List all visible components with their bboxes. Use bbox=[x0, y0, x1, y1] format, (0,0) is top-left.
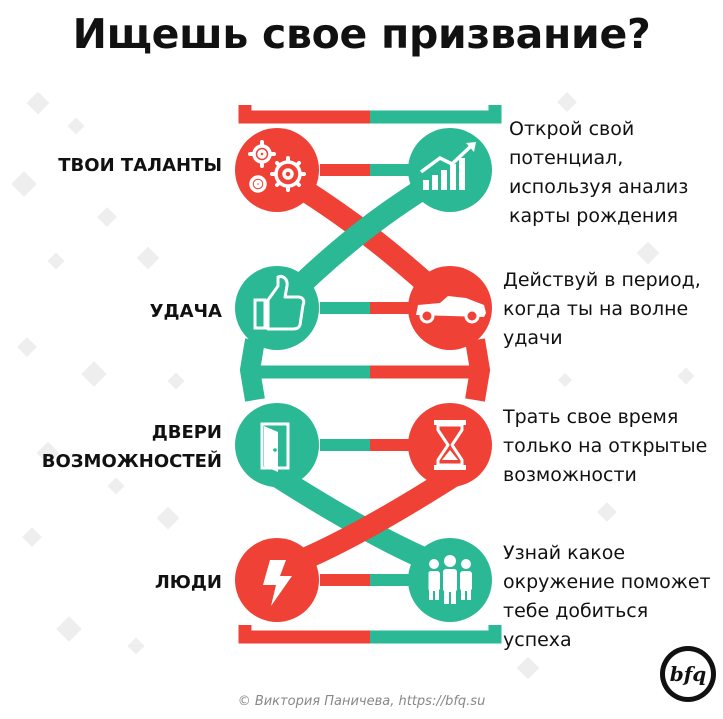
dna-left-mid-green bbox=[239, 338, 265, 402]
label-people: ЛЮДИ bbox=[154, 572, 222, 593]
text-luck: Действуй в период, когда ты на волне уда… bbox=[503, 269, 701, 349]
page-title: Ищешь свое призвание? bbox=[72, 10, 651, 58]
dna-bottom-bar-red bbox=[238, 625, 370, 644]
growth-chart-icon bbox=[408, 128, 492, 212]
dna-bottom-bar-green bbox=[370, 625, 502, 644]
bfq-logo: bfq bbox=[660, 646, 716, 702]
text-talents: Открой свой потенциал, используя анализ … bbox=[509, 118, 689, 227]
label-talents: ТВОИ ТАЛАНТЫ bbox=[58, 155, 222, 176]
open-door-icon bbox=[235, 403, 319, 487]
logo-text: bfq bbox=[665, 651, 711, 697]
dna-top-bar-green bbox=[370, 105, 502, 124]
text-people: Узнай какое окружение поможет тебе добит… bbox=[503, 542, 711, 651]
dna-right-mid-red bbox=[465, 338, 491, 402]
race-car-icon bbox=[408, 266, 492, 350]
people-group-icon bbox=[408, 538, 492, 622]
label-luck: УДАЧА bbox=[149, 301, 222, 322]
lightning-icon bbox=[235, 538, 319, 622]
text-doors: Трать свое время только на открытые возм… bbox=[503, 406, 708, 486]
copyright-text: © Виктория Паничева, https://bfq.su bbox=[237, 694, 486, 709]
label-doors-of-opportunity: ДВЕРИ ВОЗМОЖНОСТЕЙ bbox=[41, 422, 222, 472]
gears-icon bbox=[235, 128, 319, 212]
dna-top-bar-red bbox=[238, 105, 370, 124]
hourglass-icon bbox=[408, 403, 492, 487]
thumbs-up-icon bbox=[235, 266, 319, 350]
